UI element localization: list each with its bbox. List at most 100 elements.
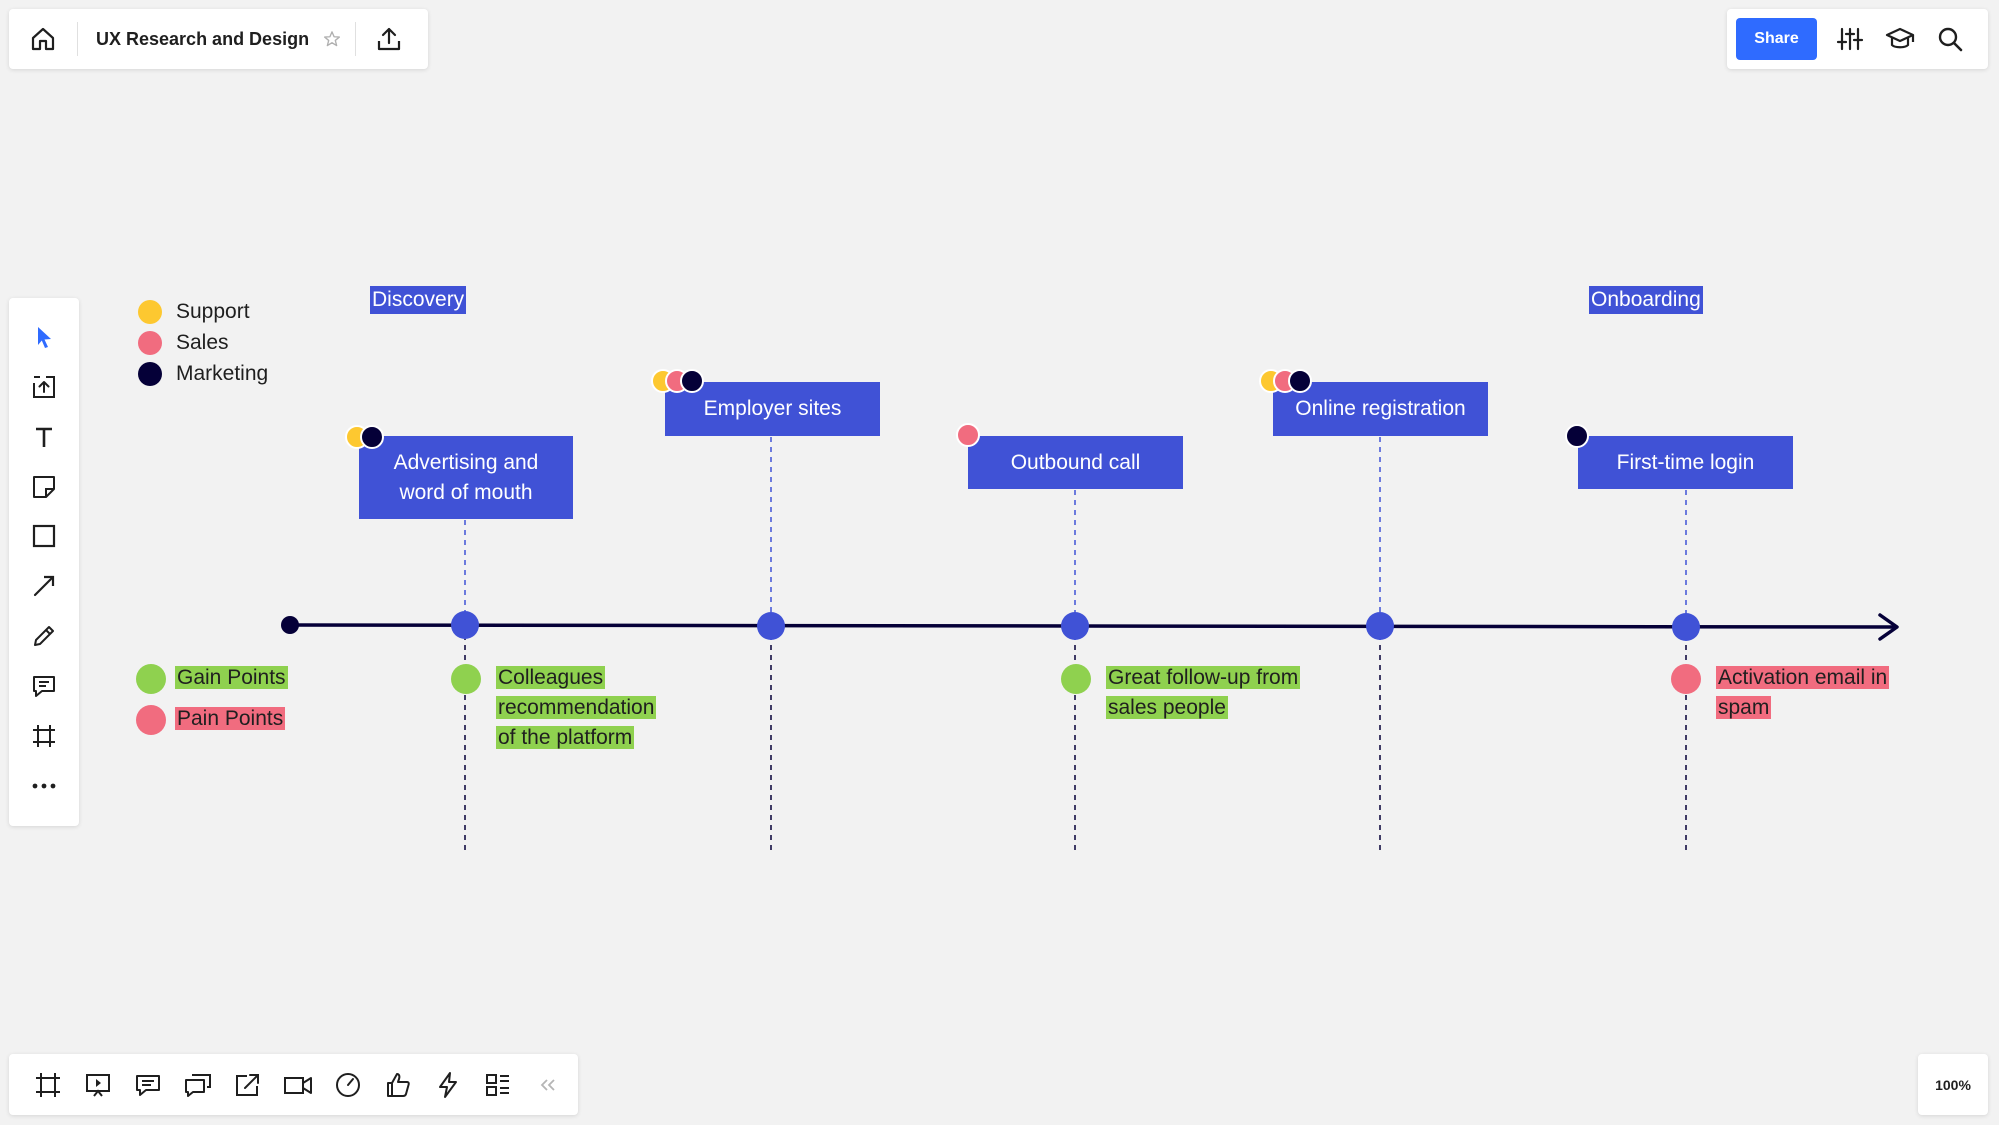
frames-button[interactable] bbox=[23, 1054, 73, 1115]
divider bbox=[355, 22, 357, 56]
select-icon bbox=[38, 327, 51, 348]
settings-button[interactable] bbox=[1825, 9, 1875, 69]
collapse-toolbar-button[interactable] bbox=[523, 1054, 573, 1115]
search-button[interactable] bbox=[1925, 9, 1975, 69]
line-tool[interactable] bbox=[9, 564, 79, 608]
star-icon bbox=[324, 31, 341, 47]
card-list-icon bbox=[486, 1073, 509, 1096]
timeline-line bbox=[289, 623, 1896, 629]
sticky-note-icon bbox=[33, 476, 55, 498]
legend-support: Support bbox=[138, 300, 250, 324]
gain-points-label[interactable]: Gain Points bbox=[175, 666, 288, 689]
stage-card-online-registration[interactable]: Online registration bbox=[1273, 382, 1488, 436]
select-tool[interactable] bbox=[9, 315, 79, 359]
phase-onboarding-label[interactable]: Onboarding bbox=[1589, 286, 1703, 314]
marketing-avatar bbox=[360, 425, 384, 449]
export-button[interactable] bbox=[356, 9, 422, 69]
share-screen-button[interactable] bbox=[223, 1054, 273, 1115]
presentation-icon bbox=[86, 1073, 110, 1097]
gain-point-dot bbox=[451, 664, 481, 694]
lightning-button[interactable] bbox=[423, 1054, 473, 1115]
note-great-follow-up[interactable]: Great follow-up from sales people bbox=[1106, 666, 1301, 719]
marketing-avatar bbox=[680, 369, 704, 393]
stage-card-outbound-call[interactable]: Outbound call bbox=[968, 436, 1183, 489]
more-tools-button[interactable] bbox=[9, 764, 79, 808]
pain-point-dot bbox=[136, 705, 166, 735]
sales-dot bbox=[138, 331, 162, 355]
home-icon bbox=[31, 27, 55, 51]
milestone-dot bbox=[757, 612, 785, 640]
milestone-dot bbox=[1061, 612, 1089, 640]
stage-card-employer-sites[interactable]: Employer sites bbox=[665, 382, 880, 436]
text-icon bbox=[36, 427, 52, 447]
note-colleagues-recommendation[interactable]: Colleagues recommendation of the platfor… bbox=[496, 666, 657, 749]
support-dot bbox=[138, 300, 162, 324]
timeline-arrowhead bbox=[1878, 613, 1899, 641]
home-button[interactable] bbox=[9, 9, 77, 69]
presentation-button[interactable] bbox=[73, 1054, 123, 1115]
video-icon bbox=[284, 1076, 312, 1094]
shape-tool[interactable] bbox=[9, 514, 79, 558]
comment-tool[interactable] bbox=[9, 664, 79, 708]
phase-discovery-label[interactable]: Discovery bbox=[370, 286, 467, 314]
zoom-level-button[interactable]: 100% bbox=[1918, 1054, 1988, 1115]
gain-point-dot bbox=[136, 664, 166, 694]
divider bbox=[77, 22, 78, 56]
learn-button[interactable] bbox=[1875, 9, 1925, 69]
frame-icon bbox=[33, 725, 55, 747]
star-button[interactable] bbox=[323, 30, 341, 48]
comment-icon bbox=[33, 676, 55, 697]
timeline-start-dot bbox=[281, 616, 299, 634]
milestone-dot bbox=[451, 611, 479, 639]
more-icon bbox=[32, 783, 56, 789]
sticky-note-tool[interactable] bbox=[9, 465, 79, 509]
legend-label: Sales bbox=[176, 331, 229, 354]
legend-label: Marketing bbox=[176, 362, 269, 385]
frame-tool[interactable] bbox=[9, 714, 79, 758]
gain-point-dot bbox=[1061, 664, 1091, 694]
note-activation-email[interactable]: Activation email in spam bbox=[1716, 666, 1890, 719]
sales-avatar bbox=[956, 423, 980, 447]
chat-button[interactable] bbox=[173, 1054, 223, 1115]
chat-icon bbox=[185, 1073, 211, 1097]
comments-button[interactable] bbox=[123, 1054, 173, 1115]
card-list-button[interactable] bbox=[473, 1054, 523, 1115]
top-right-toolbar: Share bbox=[1727, 9, 1988, 69]
legend-marketing: Marketing bbox=[138, 362, 268, 386]
stage-card-first-time-login[interactable]: First-time login bbox=[1578, 436, 1793, 489]
upload-icon bbox=[33, 376, 55, 398]
milestone-dot bbox=[1366, 612, 1394, 640]
settings-sliders-icon bbox=[1836, 27, 1864, 51]
video-button[interactable] bbox=[273, 1054, 323, 1115]
upload-tool[interactable] bbox=[9, 365, 79, 409]
line-icon bbox=[33, 575, 55, 597]
voting-button[interactable] bbox=[373, 1054, 423, 1115]
lightning-icon bbox=[439, 1071, 457, 1098]
bottom-toolbar bbox=[9, 1054, 578, 1115]
stage-card-advertising[interactable]: Advertising and word of mouth bbox=[359, 436, 573, 519]
collapse-icon bbox=[540, 1078, 555, 1091]
pain-points-label[interactable]: Pain Points bbox=[175, 707, 286, 730]
search-icon bbox=[1938, 27, 1963, 52]
marketing-avatar bbox=[1288, 369, 1312, 393]
share-button[interactable]: Share bbox=[1736, 18, 1817, 60]
pen-icon bbox=[34, 626, 54, 646]
shape-icon bbox=[32, 524, 56, 548]
timer-icon bbox=[336, 1072, 360, 1097]
upload-icon bbox=[377, 27, 401, 51]
marketing-avatar bbox=[1565, 424, 1589, 448]
legend-sales: Sales bbox=[138, 331, 229, 355]
legend-label: Support bbox=[176, 300, 250, 323]
comments-icon bbox=[136, 1074, 160, 1096]
text-tool[interactable] bbox=[9, 415, 79, 459]
left-toolbar bbox=[9, 298, 79, 826]
pain-point-dot bbox=[1671, 664, 1701, 694]
voting-icon bbox=[387, 1072, 410, 1097]
pen-tool[interactable] bbox=[9, 614, 79, 658]
board-title[interactable]: UX Research and Design bbox=[96, 28, 310, 49]
board-header: UX Research and Design bbox=[9, 9, 428, 69]
timer-button[interactable] bbox=[323, 1054, 373, 1115]
learn-icon bbox=[1885, 27, 1915, 49]
